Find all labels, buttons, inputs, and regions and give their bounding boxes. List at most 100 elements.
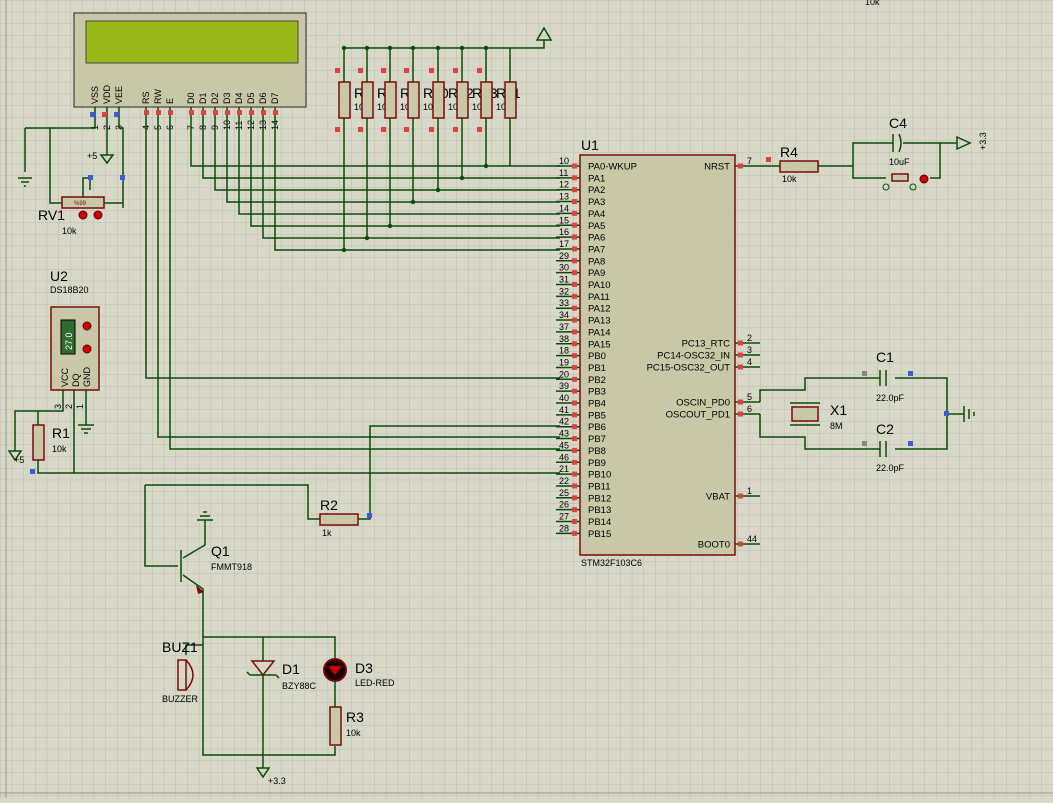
- lcd-pin-label-vee: VEE: [114, 86, 124, 104]
- lcd-module[interactable]: VSS1VDD2VEE3RS4RW5E6D07D18D29D310D411D51…: [73, 12, 307, 130]
- u1-pin-number: 43: [559, 429, 569, 439]
- u1-pin-pa6: PA6: [588, 233, 605, 244]
- r4-body[interactable]: [779, 160, 819, 173]
- rv1-value: 10k: [62, 226, 77, 236]
- u1-pin-number: 25: [559, 488, 569, 498]
- lcd-pin-label-d3: D3: [222, 92, 232, 104]
- u1-pin-number: 11: [559, 168, 568, 178]
- u1-pin-number: 17: [559, 239, 569, 249]
- u2-sensor[interactable]: 27.0 VCC DQ GND 3 2 1 U2 DS18B20: [50, 268, 100, 409]
- pullup-resistor-body: [432, 81, 445, 119]
- r2-ref: R2: [320, 497, 338, 513]
- u1-pin-pa4: PA4: [588, 209, 605, 220]
- u1-pin-number: 33: [559, 298, 569, 308]
- lcd-pin-label-d1: D1: [198, 92, 208, 104]
- u2-part: DS18B20: [50, 285, 89, 295]
- u1-pin-number: 32: [559, 286, 569, 296]
- u1-microcontroller[interactable]: U1 STM32F103C6 10PA0-WKUP11PA112PA213PA3…: [556, 137, 760, 568]
- lcd-pin-marker: [201, 110, 206, 115]
- u1-pin-number: 41: [559, 405, 569, 415]
- pullup-value: 10k: [472, 102, 487, 112]
- c2-ref: C2: [876, 421, 894, 437]
- u1-pin-number: 7: [747, 156, 752, 166]
- top-cut-label: 10k: [865, 0, 880, 7]
- u1-pin-number: 38: [559, 334, 569, 344]
- u1-pin-pb11: PB11: [588, 481, 611, 492]
- pullup-value: 10k: [423, 102, 438, 112]
- d1-part: BZY88C: [282, 681, 317, 691]
- q1-ref: Q1: [211, 543, 230, 559]
- u2-pin-dq: DQ: [71, 374, 81, 388]
- u1-pin-pb10: PB10: [588, 470, 611, 481]
- u1-pin-number: 10: [559, 156, 569, 166]
- r3-value: 10k: [346, 728, 361, 738]
- lcd-pin-label-rs: RS: [141, 91, 151, 104]
- u1-pin-number: 16: [559, 227, 569, 237]
- u1-pin-number: 14: [559, 203, 569, 213]
- u1-pin-oscout_pd1: OSCOUT_PD1: [666, 410, 730, 421]
- rv1-adjust-icon-2[interactable]: [93, 210, 103, 220]
- pullup-value: 10k: [448, 102, 463, 112]
- reset-button[interactable]: [891, 173, 909, 182]
- reset-button-icon[interactable]: [919, 174, 929, 184]
- u1-pin-number: 27: [559, 512, 569, 522]
- d1-zener[interactable]: [250, 660, 276, 677]
- u1-pin-number: 18: [559, 346, 569, 356]
- u1-pin-number: 6: [747, 404, 752, 414]
- rv1-adjust-icon[interactable]: [78, 210, 88, 220]
- lcd-pin-label-d7: D7: [270, 92, 280, 104]
- buz1-ref: BUZ1: [162, 639, 198, 655]
- u1-pin-pa14: PA14: [588, 327, 611, 338]
- c4-ref: C4: [889, 115, 907, 131]
- r3-ref: R3: [346, 709, 364, 725]
- d3-part: LED-RED: [355, 678, 395, 688]
- u1-pin-pb14: PB14: [588, 517, 611, 528]
- rv1-potentiometer[interactable]: %99 RV1 10k: [38, 177, 105, 236]
- u1-pin-pb15: PB15: [588, 529, 611, 540]
- u1-pin-pa2: PA2: [588, 185, 605, 196]
- u2-pin1-num: 1: [75, 404, 85, 409]
- u2-pin2-num: 2: [64, 404, 74, 409]
- lcd-pin-label-d6: D6: [258, 92, 268, 104]
- u2-pin-vcc: VCC: [60, 367, 70, 387]
- c1-ref: C1: [876, 349, 894, 365]
- r2-body[interactable]: [319, 513, 359, 526]
- x1-crystal[interactable]: [791, 406, 819, 422]
- u1-pin-pc15-osc32_out: PC15-OSC32_OUT: [647, 363, 731, 374]
- lcd-pin-label-d2: D2: [210, 92, 220, 104]
- u1-pin-number: 4: [747, 357, 752, 367]
- lcd-pin-marker: [144, 110, 149, 115]
- q1-emitter-arrow: [196, 585, 204, 594]
- r1-body[interactable]: [32, 424, 45, 461]
- u2-decrease-icon[interactable]: [82, 344, 92, 354]
- u2-increase-icon[interactable]: [82, 321, 92, 331]
- u1-left-pins: 10PA0-WKUP11PA112PA213PA314PA415PA516PA6…: [556, 156, 637, 540]
- lcd-pin-label-d4: D4: [234, 92, 244, 104]
- u1-pin-boot0: BOOT0: [698, 540, 730, 551]
- u1-pin-pb6: PB6: [588, 422, 606, 433]
- pullup-resistor-body: [384, 81, 397, 119]
- pullup-resistor-body: [480, 81, 493, 119]
- u1-pin-pc14-osc32_in: PC14-OSC32_IN: [657, 351, 730, 362]
- lcd-pin-label-d5: D5: [246, 92, 256, 104]
- pullup-resistor-body: [338, 81, 351, 119]
- u1-pin-number: 45: [559, 440, 569, 450]
- u1-pin-number: 12: [559, 180, 569, 190]
- u1-pin-pb1: PB1: [588, 363, 606, 374]
- u1-pin-number: 39: [559, 381, 569, 391]
- u1-pin-pa1: PA1: [588, 173, 605, 184]
- u1-pin-pb7: PB7: [588, 434, 606, 445]
- r3-body[interactable]: [329, 706, 342, 746]
- u1-pin-vbat: VBAT: [706, 492, 730, 503]
- u1-pin-number: 46: [559, 452, 569, 462]
- lcd-pin-marker: [168, 110, 173, 115]
- u1-pin-pb9: PB9: [588, 458, 606, 469]
- u1-pin-number: 44: [747, 534, 757, 544]
- lcd-pin-marker: [225, 110, 230, 115]
- u1-pin-number: 26: [559, 500, 569, 510]
- u2-reading: 27.0: [64, 332, 74, 350]
- u1-pin-number: 2: [747, 333, 752, 343]
- lcd-pin-label-d0: D0: [186, 92, 196, 104]
